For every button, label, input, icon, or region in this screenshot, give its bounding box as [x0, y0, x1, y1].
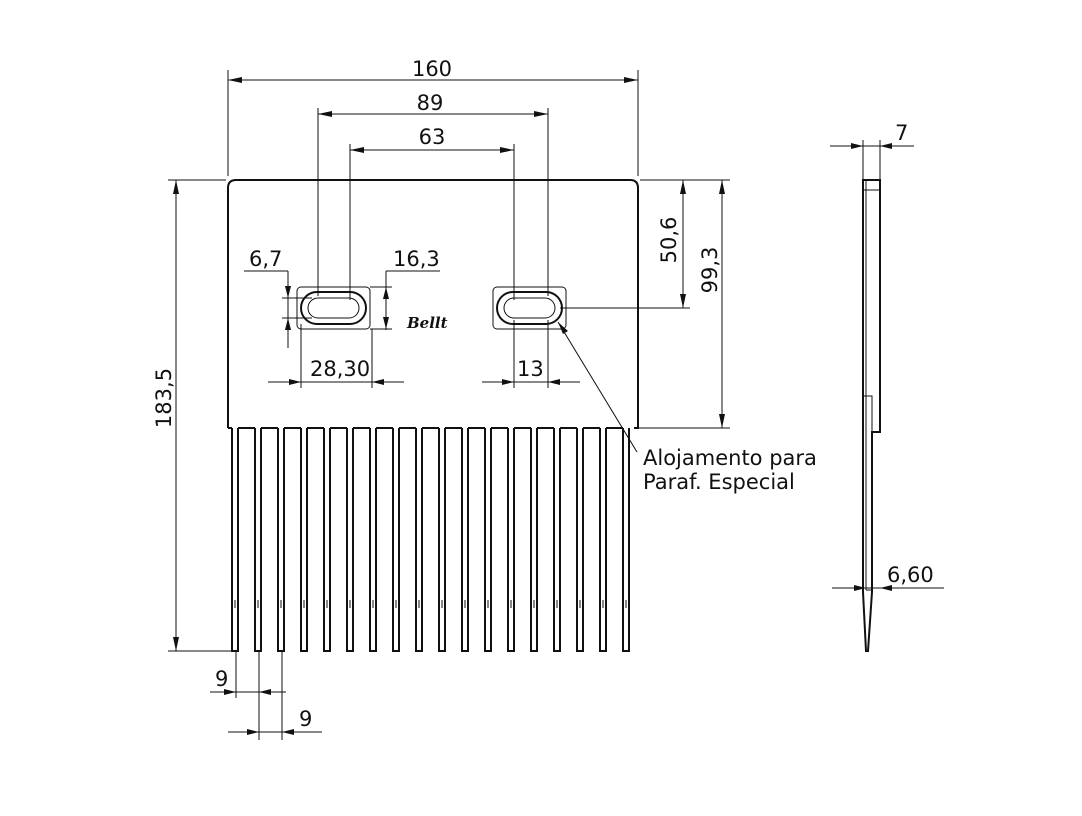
dimension-13: 13	[482, 320, 580, 388]
callout-line1: Alojamento para	[643, 446, 817, 470]
comb-side-view	[862, 179, 881, 652]
dimension-99-3: 99,3	[638, 179, 730, 429]
comb-tooth	[530, 428, 538, 652]
dimension-16-3: 16,3	[370, 247, 440, 330]
left-slot	[296, 286, 371, 330]
dim-total-width: 160	[412, 57, 452, 81]
comb-tooth	[300, 428, 308, 652]
dim-slot-frame-height: 16,3	[393, 247, 440, 271]
comb-tooth	[553, 428, 561, 652]
dim-slot-outer-span: 89	[417, 91, 444, 115]
comb-plate-outline	[227, 179, 639, 429]
dimension-7: 7	[830, 121, 914, 180]
dimension-89: 89	[317, 91, 549, 296]
dim-slot-offset: 28,30	[310, 357, 370, 381]
dimension-183-5: 183,5	[152, 179, 234, 652]
dim-total-height: 183,5	[152, 368, 176, 428]
dimension-9-gap: 9	[228, 651, 322, 740]
comb-tooth	[369, 428, 377, 652]
comb-tooth	[599, 428, 607, 652]
comb-tooth	[415, 428, 423, 652]
comb-tooth	[346, 428, 354, 652]
dimension-63: 63	[349, 125, 515, 300]
right-slot-outer	[496, 291, 563, 325]
comb-tooth	[438, 428, 446, 652]
dimension-6-7: 6,7	[244, 247, 312, 348]
comb-tooth	[461, 428, 469, 652]
dim-tooth-gap: 9	[299, 707, 312, 731]
dim-slot-height: 6,7	[249, 247, 282, 271]
left-slot-inner	[307, 297, 360, 319]
dim-slot-inner-span: 63	[419, 125, 446, 149]
comb-tooth	[507, 428, 515, 652]
dimension-9-pitch: 9	[210, 651, 286, 698]
callout-line2: Paraf. Especial	[643, 470, 795, 494]
callout: Alojamento para Paraf. Especial	[557, 321, 817, 494]
dimension-28-30: 28,30	[268, 324, 404, 388]
dim-thickness: 7	[895, 121, 908, 145]
brand-logo: Bellt	[406, 314, 448, 332]
comb-tooth	[277, 428, 285, 652]
left-slot-outer	[300, 291, 367, 325]
comb-tooth	[323, 428, 331, 652]
dim-slot-width: 13	[517, 357, 544, 381]
comb-tooth	[231, 428, 239, 652]
comb-tooth	[484, 428, 492, 652]
comb-tooth	[392, 428, 400, 652]
side-profile-outline	[862, 179, 881, 652]
dim-tip-thickness: 6,60	[887, 563, 934, 587]
dim-body-height: 99,3	[698, 247, 722, 294]
comb-tooth	[622, 428, 630, 652]
comb-tooth	[576, 428, 584, 652]
comb-tooth	[254, 428, 262, 652]
right-slot	[492, 286, 567, 330]
right-slot-inner	[503, 297, 556, 319]
dim-slot-depth: 50,6	[657, 217, 681, 264]
dimension-50-6: 50,6	[560, 179, 690, 309]
comb-front-view: Bellt	[227, 179, 639, 652]
dimension-6-60: 6,60	[832, 563, 944, 591]
left-slot-frame	[296, 286, 371, 330]
dimension-160: 160	[227, 57, 639, 176]
comb-teeth	[231, 427, 630, 652]
dim-tooth-pitch: 9	[215, 667, 228, 691]
